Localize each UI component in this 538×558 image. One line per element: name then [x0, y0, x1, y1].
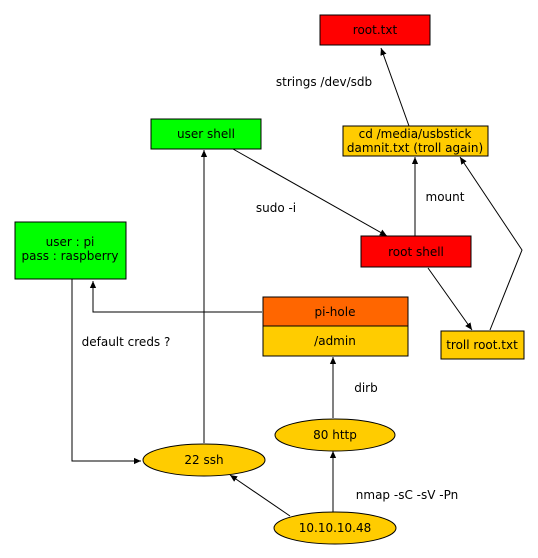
- label-mount: mount: [426, 190, 465, 204]
- node-root-shell: root shell: [360, 235, 472, 268]
- edge-user-shell-to-root-shell: [232, 148, 388, 237]
- label-strings: strings /dev/sdb: [276, 75, 372, 89]
- usbstick-label-line2: damnit.txt (troll again): [347, 141, 483, 155]
- pihole-label: pi-hole: [315, 305, 356, 319]
- edge-pihole-to-creds: [89, 281, 262, 313]
- node-usbstick: cd /media/usbstick damnit.txt (troll aga…: [342, 125, 489, 157]
- user-shell-box: [150, 118, 262, 150]
- root-shell-box: [360, 235, 472, 268]
- root-txt-label: root.txt: [353, 23, 398, 37]
- troll-root-box: [440, 330, 525, 360]
- edge-ip-to-ssh: [229, 474, 291, 517]
- usbstick-box: [342, 125, 489, 157]
- node-ssh: 22 ssh: [142, 443, 266, 477]
- http-ellipse: [274, 418, 396, 452]
- http-label: 80 http: [313, 428, 357, 442]
- node-pihole: pi-hole /admin: [262, 296, 409, 357]
- edge-troll-root-to-usbstick: [459, 156, 523, 331]
- usbstick-label-line1: cd /media/usbstick: [359, 127, 472, 141]
- root-txt-box: [319, 14, 431, 46]
- ip-label: 10.10.10.48: [299, 521, 372, 535]
- node-http: 80 http: [274, 418, 396, 452]
- edge-root-shell-to-troll-root: [427, 267, 473, 331]
- creds-label-line1: user : pi: [46, 235, 95, 249]
- node-root-txt: root.txt: [319, 14, 431, 46]
- admin-box: [262, 325, 409, 357]
- user-shell-label: user shell: [177, 127, 235, 141]
- label-dirb: dirb: [354, 381, 378, 395]
- admin-label: /admin: [314, 334, 356, 348]
- edge-usbstick-to-root-txt: [380, 47, 410, 127]
- label-default-creds: default creds ?: [82, 335, 171, 349]
- creds-box: [14, 221, 127, 280]
- node-creds: user : pi pass : raspberry: [14, 221, 127, 280]
- label-nmap: nmap -sC -sV -Pn: [356, 488, 458, 502]
- ip-ellipse: [273, 511, 397, 545]
- ssh-ellipse: [142, 443, 266, 477]
- root-shell-label: root shell: [388, 245, 444, 259]
- label-sudo: sudo -i: [256, 201, 296, 215]
- node-user-shell: user shell: [150, 118, 262, 150]
- edge-labels: strings /dev/sdb sudo -i mount default c…: [82, 75, 465, 502]
- edges: [71, 47, 523, 517]
- edge-creds-to-ssh: [71, 279, 141, 465]
- node-ip: 10.10.10.48: [273, 511, 397, 545]
- creds-label-line2: pass : raspberry: [21, 249, 118, 263]
- troll-root-label: troll root.txt: [446, 338, 518, 352]
- ssh-label: 22 ssh: [184, 453, 223, 467]
- node-troll-root: troll root.txt: [440, 330, 525, 360]
